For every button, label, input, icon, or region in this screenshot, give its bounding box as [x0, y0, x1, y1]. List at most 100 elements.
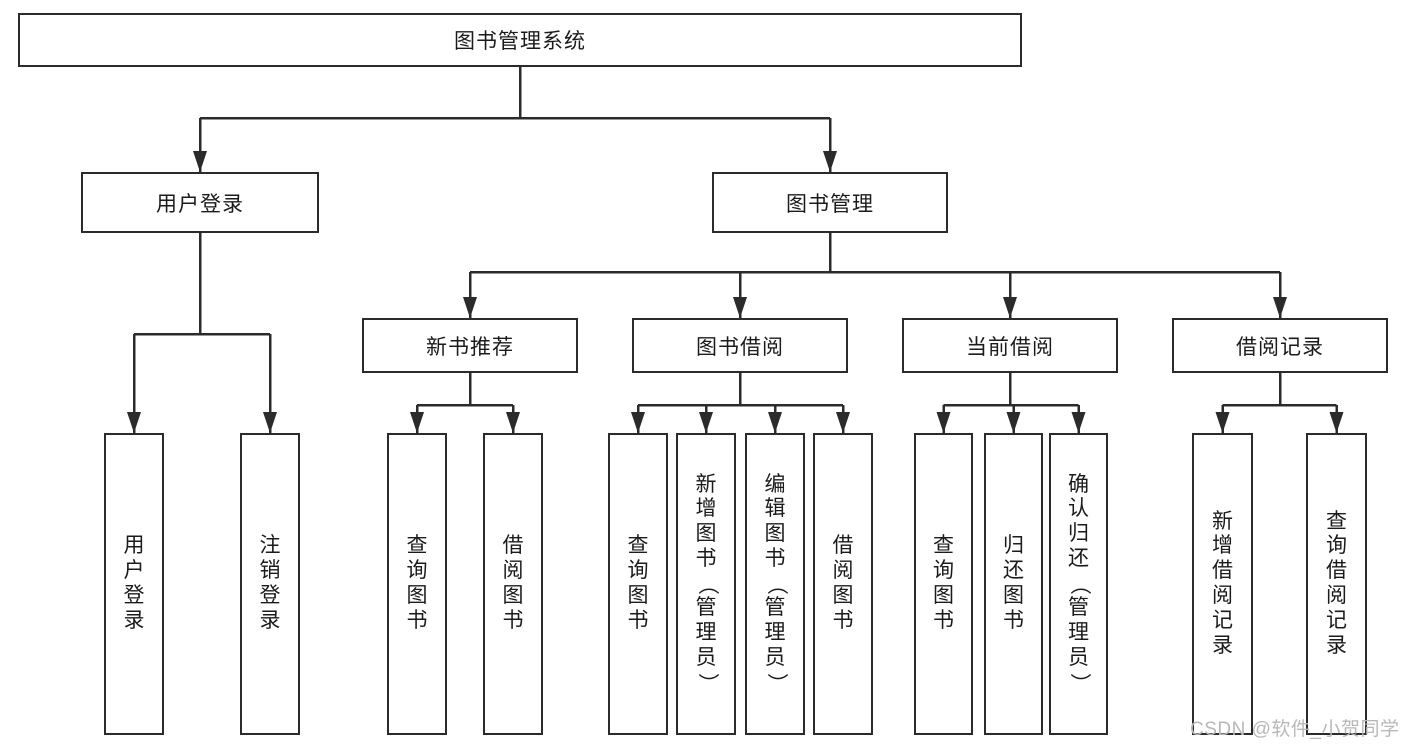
node-label-char: 书 [1003, 608, 1024, 632]
node-user-login[interactable]: 用户登录 [81, 172, 319, 233]
node-leaf-logout[interactable]: 注销登录 [240, 433, 300, 735]
node-label: 确认归还（管理员） [1051, 435, 1106, 733]
arrow-head-icon [410, 412, 424, 433]
arrow-head-icon [263, 412, 277, 433]
node-label: 归还图书 [986, 435, 1041, 733]
node-label-char: 增 [695, 497, 717, 521]
node-label: 注销登录 [242, 435, 298, 733]
node-label: 查询借阅记录 [1308, 435, 1365, 733]
node-book-management[interactable]: 图书管理 [712, 172, 948, 233]
node-label-char: 用 [123, 534, 145, 558]
node-label-char: 新 [695, 472, 717, 496]
node-label-char: 书 [764, 546, 786, 570]
node-label-char: 书 [627, 608, 649, 632]
node-label-char: 录 [123, 608, 145, 632]
node-label: 借阅图书 [485, 435, 541, 733]
node-label-char: 书 [933, 608, 954, 632]
arrow-head-icon [506, 412, 520, 433]
node-label-char: 管 [1068, 596, 1089, 620]
node-leaf-confirm-return[interactable]: 确认归还（管理员） [1049, 433, 1108, 735]
node-label-char: 增 [1212, 534, 1233, 558]
node-label-char: 管 [695, 596, 717, 620]
node-new-book-recommend[interactable]: 新书推荐 [362, 318, 578, 373]
node-leaf-add-record[interactable]: 新增借阅记录 [1192, 433, 1253, 735]
node-label: 查询图书 [610, 435, 666, 733]
node-label-char: 查 [627, 534, 649, 558]
node-leaf-add-book[interactable]: 新增图书（管理员） [676, 433, 736, 735]
node-label-char: 新 [1212, 509, 1233, 533]
node-leaf-borrow-book-rec[interactable]: 借阅图书 [483, 433, 543, 735]
node-leaf-borrow-book[interactable]: 借阅图书 [813, 433, 873, 735]
node-label-char: 员 [1068, 645, 1089, 669]
arrow-head-icon [1329, 412, 1344, 433]
node-leaf-return-book[interactable]: 归还图书 [984, 433, 1043, 735]
node-book-borrow[interactable]: 图书借阅 [632, 318, 848, 373]
node-label-char: 阅 [502, 559, 524, 583]
node-label-char: 还 [1003, 559, 1024, 583]
node-label-char: 录 [1212, 633, 1233, 657]
node-leaf-query-book-cur[interactable]: 查询图书 [914, 433, 973, 735]
node-label-char: ） [695, 672, 719, 694]
node-label-char: 查 [933, 534, 954, 558]
node-label-char: 管 [764, 596, 786, 620]
arrow-head-icon [1273, 297, 1287, 318]
arrow-head-icon [193, 151, 207, 172]
arrow-head-icon [1071, 412, 1086, 433]
arrow-head-icon [768, 412, 782, 433]
arrow-head-icon [1006, 412, 1021, 433]
node-leaf-edit-book[interactable]: 编辑图书（管理员） [745, 433, 805, 735]
node-label-char: 理 [1068, 621, 1089, 645]
arrow-head-icon [823, 151, 837, 172]
node-label-char: 图 [695, 522, 717, 546]
node-label: 图书管理系统 [454, 30, 586, 53]
node-label-char: 录 [1326, 633, 1347, 657]
node-leaf-query-record[interactable]: 查询借阅记录 [1306, 433, 1367, 735]
node-label-char: 阅 [832, 559, 854, 583]
node-label-char: 销 [259, 559, 281, 583]
node-label-char: 询 [1326, 534, 1347, 558]
node-label-char: 图 [406, 584, 428, 607]
node-label-char: 借 [502, 534, 524, 558]
node-label-char: 户 [123, 559, 145, 583]
node-label-char: 理 [764, 621, 786, 645]
node-label-char: 确 [1068, 472, 1089, 496]
node-label-char: 登 [259, 584, 281, 607]
node-current-borrow[interactable]: 当前借阅 [902, 318, 1118, 373]
node-label-char: （ [764, 573, 788, 595]
node-leaf-user-login[interactable]: 用户登录 [104, 433, 164, 735]
arrow-head-icon [631, 412, 645, 433]
node-leaf-query-book-borrow[interactable]: 查询图书 [608, 433, 668, 735]
node-label-char: 图 [502, 584, 524, 607]
node-label-char: 辑 [764, 497, 786, 521]
node-label-char: 借 [1212, 559, 1233, 583]
node-label-char: （ [1067, 573, 1091, 595]
arrow-head-icon [836, 412, 850, 433]
node-label-char: 记 [1326, 608, 1347, 632]
node-label-char: 借 [1326, 559, 1347, 583]
arrow-head-icon [936, 412, 951, 433]
node-label-char: 记 [1212, 608, 1233, 632]
node-label-char: 录 [259, 608, 281, 632]
node-label-char: 书 [832, 608, 854, 632]
node-label: 图书管理 [786, 192, 874, 216]
node-label-char: 归 [1068, 522, 1089, 546]
node-leaf-query-book-rec[interactable]: 查询图书 [387, 433, 447, 735]
node-label-char: ） [1067, 672, 1091, 694]
arrow-head-icon [733, 297, 747, 318]
node-label: 当前借阅 [966, 335, 1054, 359]
node-label: 借阅记录 [1236, 335, 1324, 359]
node-label-char: 询 [627, 559, 649, 583]
node-root[interactable]: 图书管理系统 [18, 13, 1022, 67]
node-label: 图书借阅 [696, 335, 784, 359]
node-label-char: 编 [764, 472, 786, 496]
arrow-head-icon [1215, 412, 1230, 433]
node-label-char: 图 [627, 584, 649, 607]
arrow-head-icon [463, 297, 477, 318]
node-label-char: 图 [832, 584, 854, 607]
node-borrow-record[interactable]: 借阅记录 [1172, 318, 1388, 373]
node-label-char: 图 [764, 522, 786, 546]
node-label-char: 询 [933, 559, 954, 583]
arrow-head-icon [127, 412, 141, 433]
node-label-char: 书 [695, 546, 717, 570]
node-label-char: 借 [832, 534, 854, 558]
